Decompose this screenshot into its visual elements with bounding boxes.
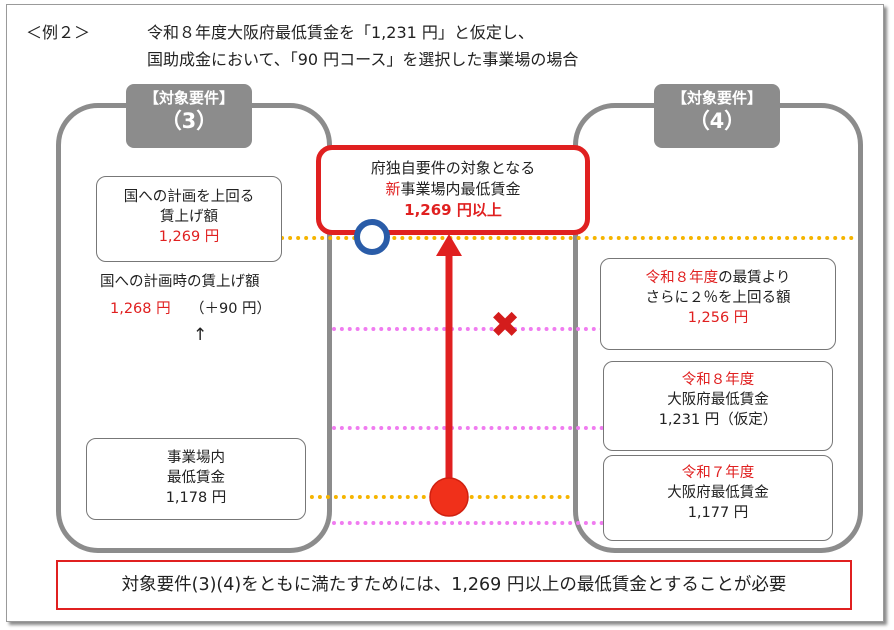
left-tag-title: 【対象要件】 [143,89,234,107]
left-tag-number: （3） [160,109,218,133]
current-min-wage-value: 1,178 円 [165,490,227,506]
box2-line2: 大阪府最低賃金 [667,392,769,408]
current-level-dot [429,477,469,517]
current-min-wage-line1: 事業場内 [167,450,225,466]
left-panel-tag: 【対象要件】 （3） [126,84,252,148]
box2-value: 1,231 円（仮定） [658,412,778,428]
box3-line2: 大阪府最低賃金 [667,485,769,501]
plan-exceed-line1: 国への計画を上回る [123,189,255,205]
box-r7-osaka-min-wage: 令和７年度 大阪府最低賃金 1,177 円 [603,455,833,541]
cross-icon: ✖ [490,305,521,346]
line-1177 [332,521,604,525]
right-tag-number: （4） [688,109,746,133]
target-line2-rest: 事業場内最低賃金 [400,180,521,198]
right-panel-tag: 【対象要件】 （4） [654,84,780,148]
plan-exceed-line2: 賃上げ額 [160,209,218,225]
new-min-wage-target-box: 府独自要件の対象となる 新事業場内最低賃金 1,269 円以上 [316,145,590,235]
line-1269 [232,236,854,240]
line-1256 [332,327,604,331]
target-level-ring [354,219,390,255]
conclusion-text: 対象要件(3)(4)をともに満たすためには、1,269 円以上の最低賃金とするこ… [121,575,787,595]
line-1231 [332,426,604,430]
box2-line1: 令和８年度 [681,372,755,388]
plan-raise-value: 1,268 円 [110,301,171,317]
box1-value: 1,256 円 [687,310,749,326]
header-line-2: 国助成金において、「90 円コース」を選択した事業場の場合 [147,50,579,69]
box-r8-osaka-min-wage: 令和８年度 大阪府最低賃金 1,231 円（仮定） [603,361,833,451]
target-value: 1,269 円以上 [404,201,502,219]
conclusion-box: 対象要件(3)(4)をともに満たすためには、1,269 円以上の最低賃金とするこ… [56,560,852,610]
plan-raise-note: （＋90 円） [190,301,272,317]
box3-value: 1,177 円 [687,505,749,521]
target-line2: 新事業場内最低賃金 [321,179,585,200]
plan-exceed-box: 国への計画を上回る 賃上げ額 1,269 円 [96,176,282,262]
target-line1: 府独自要件の対象となる [370,159,536,177]
header-line-1: 令和８年度大阪府最低賃金を「1,231 円」と仮定し、 [147,23,534,42]
line-1178 [238,495,570,499]
target-line2-prefix: 新 [385,180,401,198]
up-arrow-icon: ↑ [193,325,208,345]
plan-exceed-value: 1,269 円 [158,229,220,245]
current-min-wage-box: 事業場内 最低賃金 1,178 円 [86,438,306,520]
box1-line2: さらに２％を上回る額 [645,290,791,306]
box3-line1: 令和７年度 [681,465,755,481]
box1-line1-rest: の最賃より [718,270,791,286]
right-tag-title: 【対象要件】 [671,89,762,107]
box1-line1-red: 令和８年度 [645,270,719,286]
current-min-wage-line2: 最低賃金 [167,470,225,486]
raise-arrow-head [436,234,462,256]
plan-raise-label: 国への計画時の賃上げ額 [100,274,260,290]
box-2pct-above: 令和８年度の最賃より さらに２％を上回る額 1,256 円 [600,258,836,350]
example-label: ＜例２＞ [26,23,91,42]
